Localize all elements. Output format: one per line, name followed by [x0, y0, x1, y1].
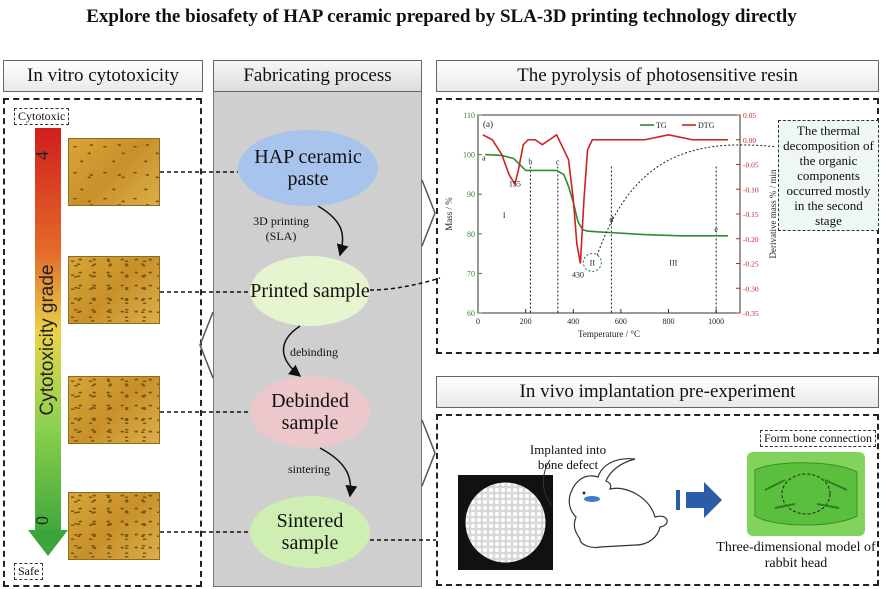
rabbit-head-model — [747, 452, 865, 536]
annotation: c — [556, 158, 560, 167]
bracket-left — [199, 311, 214, 379]
cytotoxicity-grade-bar — [35, 128, 61, 538]
process-step-debinded: Debinded sample — [250, 376, 370, 448]
arrow-to-rabbit — [543, 459, 553, 506]
y-left-tick-label: 80 — [467, 230, 475, 239]
process-step-printed: Printed sample — [250, 256, 370, 326]
y-right-tick-label: 0.05 — [743, 111, 756, 120]
annotation: III — [669, 258, 677, 267]
model-caption: Three-dimensional model of rabbit head — [716, 540, 876, 571]
x-axis-label: Temperature / °C — [578, 329, 640, 339]
series-line-DTG — [482, 133, 729, 264]
pyrolysis-note: The thermal decomposition of the organic… — [778, 120, 879, 231]
annotation: 430 — [572, 270, 584, 279]
y-left-tick-label: 60 — [467, 309, 475, 318]
annotation: d — [609, 215, 613, 224]
x-tick-label: 1000 — [708, 317, 724, 326]
annotation: II — [590, 258, 596, 267]
y-right-tick-label: -0.35 — [743, 309, 759, 318]
y-left-tick-label: 110 — [463, 111, 475, 120]
transition-3d-printing: 3D printing (SLA) — [253, 214, 309, 243]
annotation: a — [482, 154, 486, 163]
cell-image-grade-1 — [68, 376, 160, 444]
grade-arrow-head — [28, 530, 68, 556]
x-tick-label: 400 — [567, 317, 579, 326]
porous-scaffold-image — [458, 475, 553, 570]
annotation: e — [714, 225, 718, 234]
transition-debinding: debinding — [290, 345, 338, 359]
process-step-hap-paste: HAP ceramic paste — [238, 130, 378, 206]
process-step-sintered: Sintered sample — [250, 496, 370, 568]
x-tick-label: 800 — [663, 317, 675, 326]
arrow-printed-to-debinded — [282, 325, 302, 377]
arrow-debinded-to-sintered — [319, 447, 358, 498]
link-printed-pyrolysis — [369, 277, 441, 291]
y-right-axis-label: Derivative mass % / min — [768, 169, 778, 258]
annotation: 155 — [509, 179, 521, 188]
pyrolysis-heading: The pyrolysis of photosensitive resin — [436, 60, 879, 92]
legend-label-DTG: DTG — [698, 121, 715, 130]
cell-image-grade-0 — [68, 492, 160, 560]
y-right-tick-label: -0.25 — [743, 260, 759, 269]
x-tick-label: 200 — [520, 317, 532, 326]
cytotoxicity-heading: In vitro cytotoxicity — [3, 60, 203, 92]
implant-heading: In vivo implantation pre-experiment — [436, 376, 879, 408]
y-left-tick-label: 100 — [463, 151, 475, 160]
annotation: b — [528, 158, 532, 167]
bone-connection-tag: Form bone connection — [760, 430, 876, 447]
y-right-tick-label: -0.05 — [743, 161, 759, 170]
process-heading: Fabricating process — [213, 60, 422, 92]
y-left-tick-label: 90 — [467, 190, 475, 199]
y-right-tick-label: -0.20 — [743, 235, 759, 244]
cell-image-grade-4 — [68, 138, 160, 206]
legend-label-TG: TG — [656, 121, 667, 130]
stage-ii-circle — [582, 252, 602, 272]
right-arrow-icon — [676, 482, 722, 518]
y-right-tick-label: -0.15 — [743, 210, 759, 219]
rabbit-illustration — [543, 458, 668, 549]
bracket-right-bottom — [421, 419, 436, 487]
x-tick-label: 0 — [476, 317, 480, 326]
cytotoxic-tag: Cytotoxic — [14, 108, 70, 125]
x-tick-label: 600 — [615, 317, 627, 326]
y-right-tick-label: -0.10 — [743, 185, 759, 194]
implant-panel — [436, 414, 879, 586]
y-left-axis-label: Mass / % — [444, 197, 454, 231]
tg-dtg-chart: 0 200 400 600 800 1000 60 70 80 90 100 110 0.05 0.00 -… — [444, 111, 778, 339]
figure-title: Explore the biosafety of HAP ceramic pre… — [86, 6, 797, 27]
annotation: I — [503, 211, 506, 220]
implant-label: Implanted into bone defect — [529, 442, 607, 472]
cell-image-grade-3 — [68, 256, 160, 324]
bracket-right-top — [421, 179, 436, 247]
note-link — [596, 144, 776, 256]
y-right-tick-label: 0.00 — [743, 136, 756, 145]
y-right-tick-label: -0.30 — [743, 284, 759, 293]
panel-label: (a) — [483, 119, 493, 129]
series-line-TG — [485, 153, 729, 237]
safe-tag: Safe — [14, 563, 44, 580]
y-left-tick-label: 70 — [467, 269, 475, 278]
arrow-paste-to-printed — [317, 205, 349, 257]
transition-sintering: sintering — [288, 462, 330, 476]
